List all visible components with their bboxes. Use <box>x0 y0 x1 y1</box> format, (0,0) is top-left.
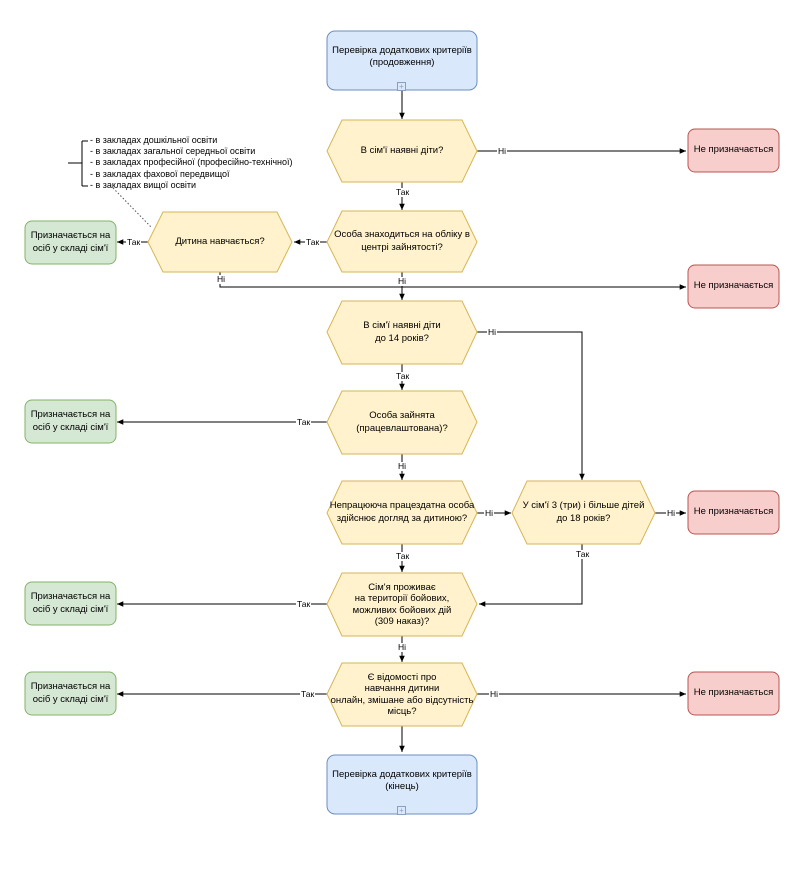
edge-label-no: Ні <box>497 146 508 156</box>
edge-under14-no <box>477 331 585 480</box>
start-node-text: Перевірка додаткових критеріїв (продовже… <box>332 44 472 68</box>
grant-node-1 <box>24 220 117 265</box>
edge-label-yes: Так <box>575 549 591 559</box>
deny-node-3 <box>687 490 780 535</box>
decision-care <box>326 480 478 545</box>
decision-online-text: Є відомості про навчання дитини онлайн, … <box>330 671 474 717</box>
grant-node-3-text: Призначається на осіб у складі сім'ї <box>30 591 111 615</box>
decision-employment-center <box>326 210 478 273</box>
note-line: - в закладах професійної (професійно-тех… <box>90 157 293 168</box>
note-line: - в закладах загальної середньої освіти <box>90 146 256 157</box>
edge-label-yes: Так <box>300 689 316 699</box>
decision-care-text: Непрацююча працездатна особа здійснює до… <box>329 500 475 524</box>
edge-label-yes: Так <box>395 551 411 561</box>
decision-under14-text: В сім'ї наявні діти до 14 років? <box>363 320 441 344</box>
decision-combat <box>326 572 478 637</box>
decision-three-children-text: У сім'ї 3 (три) і більше дітей до 18 рок… <box>522 500 645 524</box>
note-line: - в закладах дошкільної освіти <box>90 135 218 145</box>
deny-node-4-text: Не призначається <box>693 687 774 699</box>
deny-node-2 <box>687 264 780 309</box>
note-line: - в закладах вищої освіти <box>90 179 197 190</box>
grant-node-2-text: Призначається на осіб у складі сім'ї <box>30 409 111 433</box>
edge-label-no: Ні <box>484 508 495 518</box>
deny-node-4 <box>687 671 780 716</box>
edge-three-yes <box>479 544 583 607</box>
decision-employed-text: Особа зайнята (працевлаштована)? <box>356 410 448 434</box>
edge-label-yes: Так <box>395 371 411 381</box>
edge-label-no: Ні <box>397 461 408 471</box>
edge-label-no: Ні <box>397 642 408 652</box>
decision-child-studies <box>147 211 293 273</box>
decision-children-text: В сім'ї наявні діти? <box>360 144 444 156</box>
decision-employed <box>326 390 478 455</box>
note-connector <box>112 187 153 229</box>
education-types-note: - в закладах дошкільної освіти - в закла… <box>90 135 293 191</box>
edge-label-yes: Так <box>296 599 312 609</box>
decision-under14 <box>326 300 478 365</box>
edge-label-no: Ні <box>489 689 500 699</box>
decision-three-children <box>511 480 656 545</box>
decision-children <box>326 119 478 183</box>
decision-child-studies-text: Дитина навчається? <box>175 235 265 247</box>
edge-label-no: Ні <box>216 274 227 284</box>
edge-label-yes: Так <box>126 237 142 247</box>
decision-employment-center-text: Особа знаходиться на обліку в центрі зай… <box>334 229 470 253</box>
edge-study-no <box>219 272 686 290</box>
deny-node-3-text: Не призначається <box>693 506 774 518</box>
edge-label-yes: Так <box>296 417 312 427</box>
deny-node-1-text: Не призначається <box>693 144 774 156</box>
end-node-text: Перевірка додаткових критеріїв (кінець) <box>332 768 472 792</box>
grant-node-4 <box>24 671 117 716</box>
decision-combat-text: Сім'я проживає на території бойових, мож… <box>352 581 452 627</box>
note-line: - в закладах фахової передвищої <box>90 168 230 179</box>
deny-node-2-text: Не призначається <box>693 280 774 292</box>
grant-node-3 <box>24 581 117 626</box>
deny-node-1 <box>687 128 780 173</box>
edge-label-yes: Так <box>395 187 411 197</box>
edge-label-no: Ні <box>487 327 498 337</box>
expand-icon[interactable]: + <box>397 82 406 91</box>
grant-node-2 <box>24 399 117 444</box>
edge-label-no: Ні <box>397 276 408 286</box>
edge-label-yes: Так <box>305 237 321 247</box>
decision-online <box>326 662 478 727</box>
grant-node-1-text: Призначається на осіб у складі сім'ї <box>30 230 111 254</box>
grant-node-4-text: Призначається на осіб у складі сім'ї <box>30 681 111 705</box>
expand-icon[interactable]: + <box>397 806 406 815</box>
edge-label-no: Ні <box>666 508 677 518</box>
